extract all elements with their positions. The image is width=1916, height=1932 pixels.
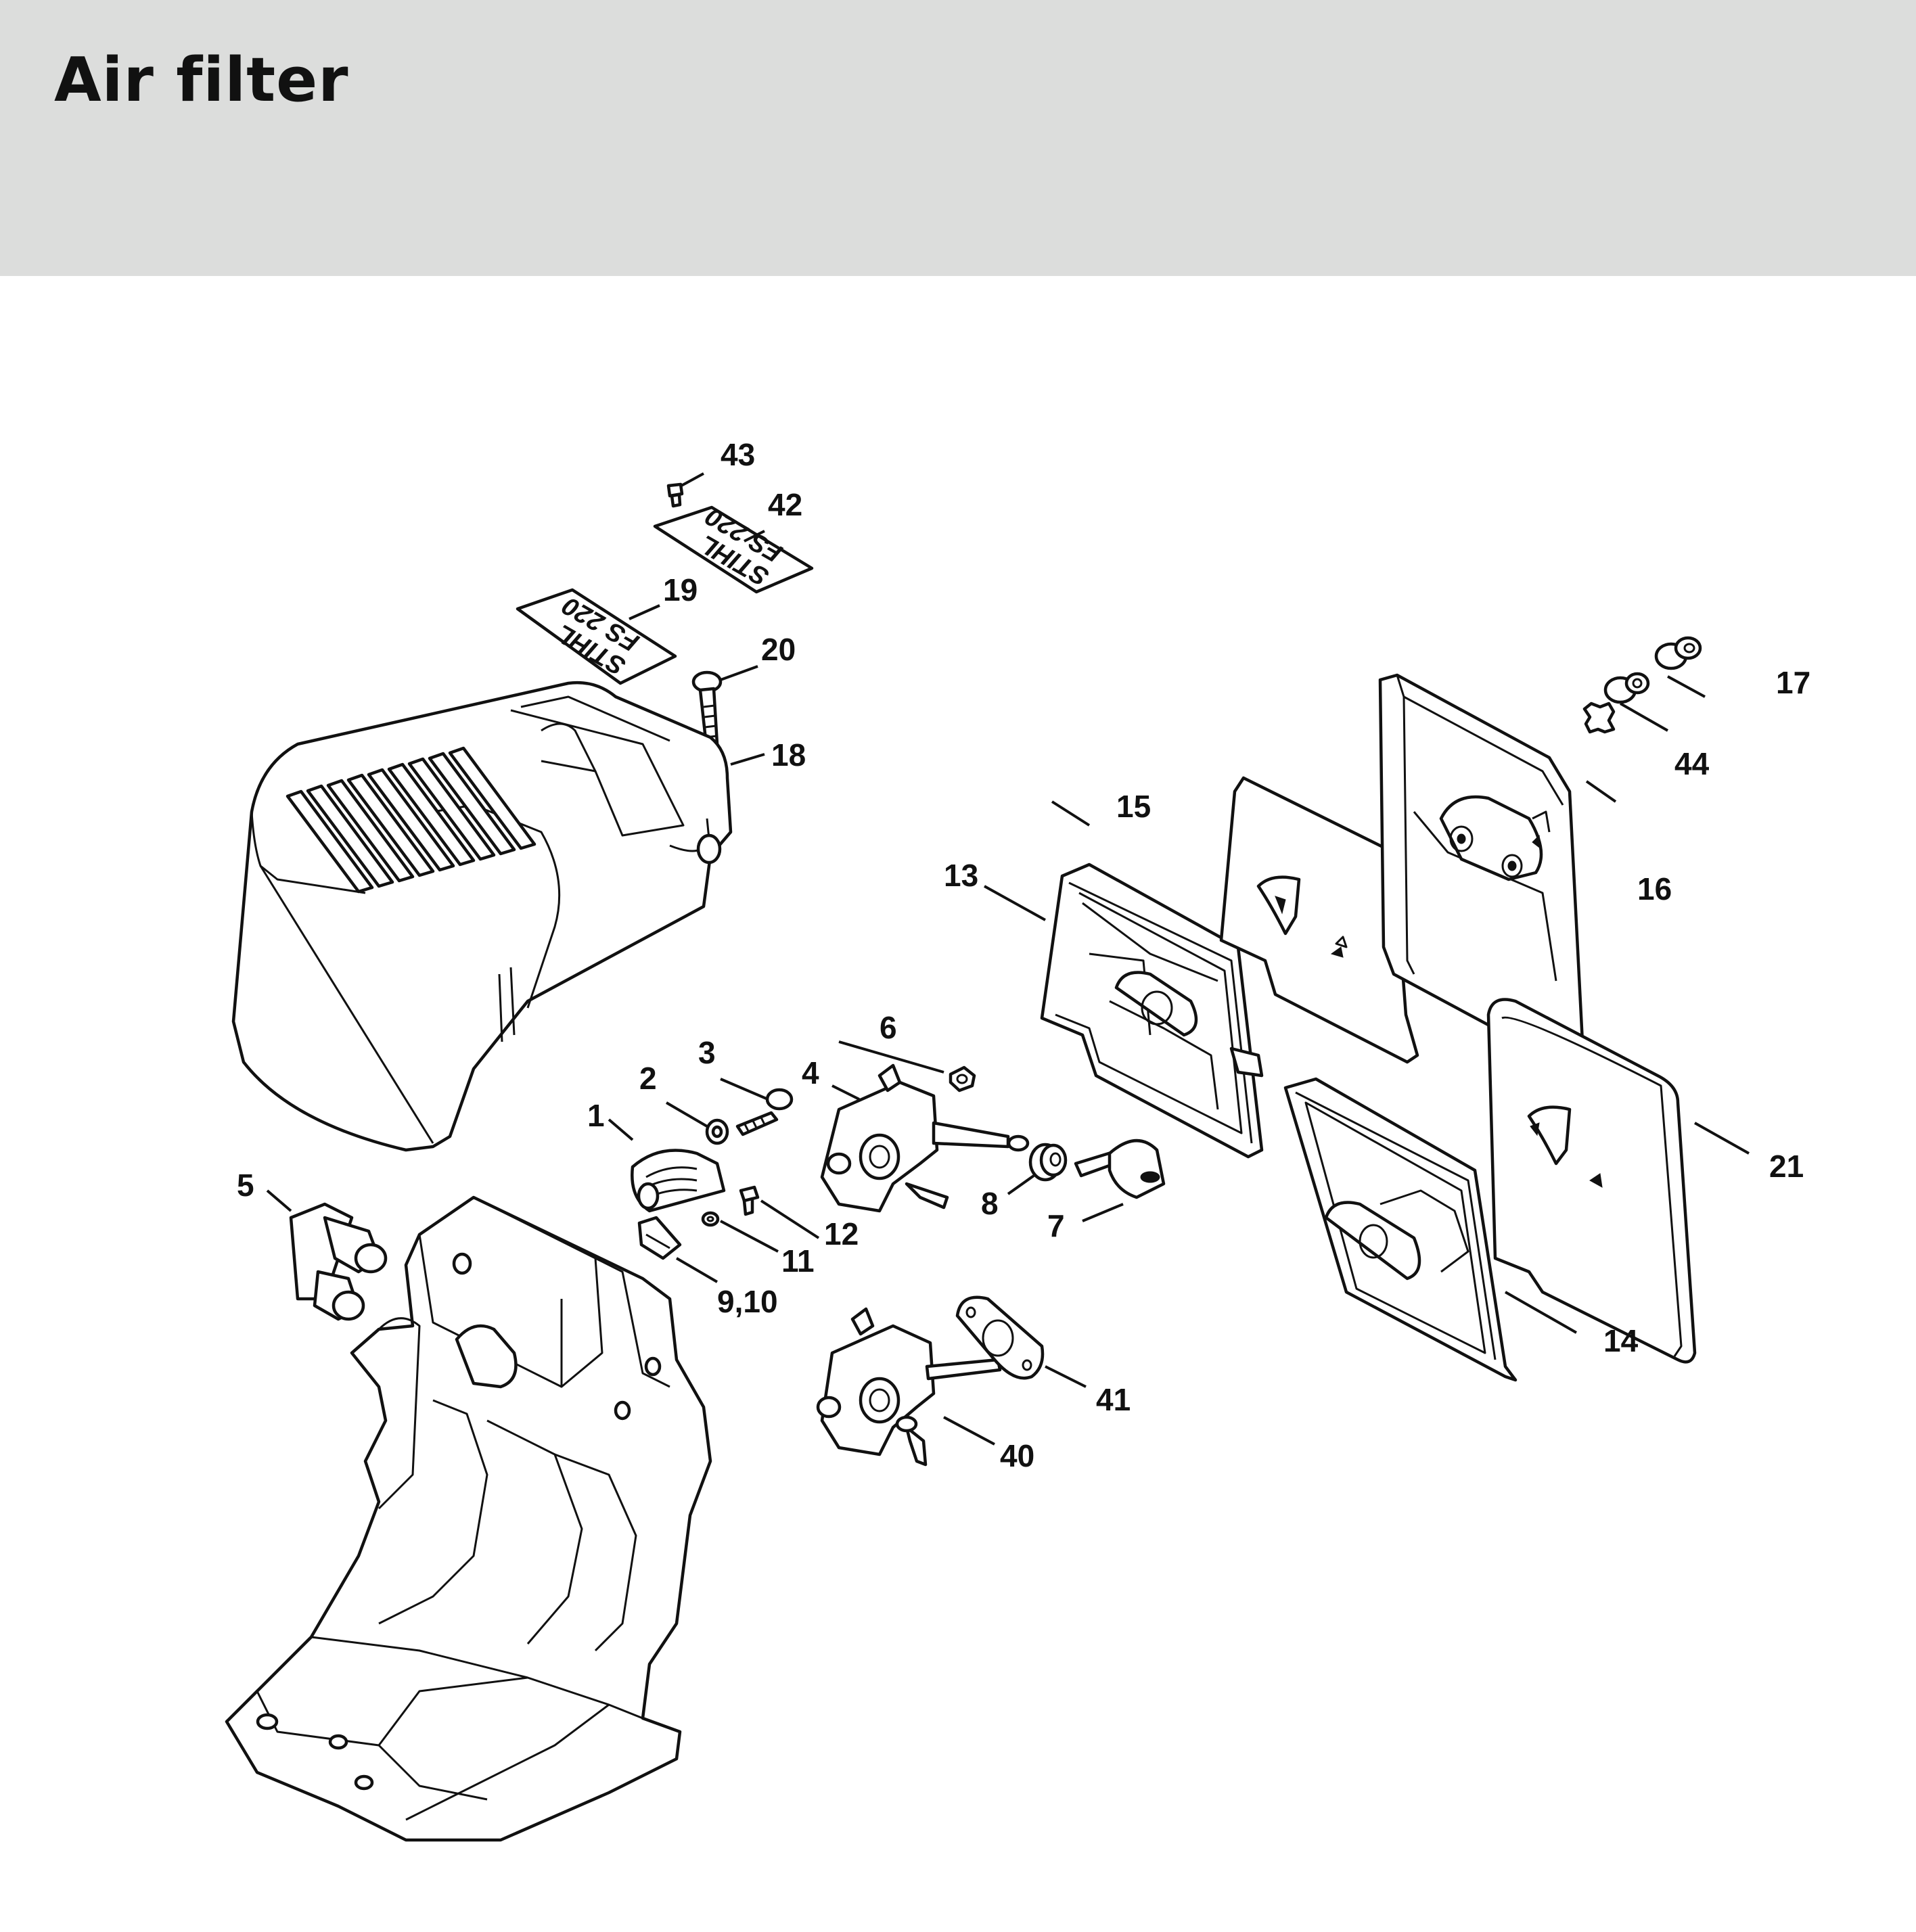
part-1-cover [631,1149,726,1213]
callout-18: 18 [771,737,806,773]
callout-41: 41 [1096,1382,1131,1417]
part-6-nut [949,1065,976,1092]
leader-lines [266,472,1750,1446]
callout-3: 3 [698,1035,716,1070]
callout-12: 12 [824,1216,859,1251]
callout-labels: 43 42 19 20 18 15 16 17 44 13 6 3 2 4 1 … [237,437,1810,1473]
callout-5: 5 [237,1168,254,1203]
housing [225,1195,712,1842]
callout-1: 1 [587,1098,605,1133]
part-17-nut [1654,636,1702,670]
callout-13: 13 [944,858,978,893]
callout-21: 21 [1769,1149,1804,1184]
shroud-vent-slots [286,746,537,894]
callout-43: 43 [721,437,755,472]
callout-40: 40 [1000,1438,1034,1473]
part-13-filter-base [1040,862,1264,1159]
callout-8: 8 [981,1186,999,1221]
part-19-decal: STIHL FS 220 [516,588,677,685]
callout-14: 14 [1603,1323,1639,1358]
part-8-grommet [1028,1143,1068,1182]
callout-20: 20 [761,632,796,667]
callout-6: 6 [880,1010,897,1045]
part-11-washer [701,1211,720,1227]
callout-7: 7 [1047,1208,1065,1243]
part-4-carburetor [820,1063,1030,1213]
part-40-carburetor [816,1307,1002,1467]
callout-9-10: 9,10 [717,1284,778,1319]
callout-42: 42 [768,487,802,522]
part-3-screw [735,1088,794,1136]
callout-44: 44 [1674,746,1710,781]
callout-4: 4 [802,1055,819,1090]
part-43-screw [666,482,684,508]
callout-16: 16 [1637,871,1672,906]
part-5-manifold [289,1202,388,1321]
part-14-filter-base [1283,1077,1518,1382]
part-18-shroud [231,681,733,1152]
callout-2: 2 [639,1061,657,1096]
page-title: Air filter [54,45,349,116]
part-21-filter [1486,998,1697,1364]
callout-19: 19 [663,572,698,607]
part-44-washer [1582,702,1616,734]
callout-17: 17 [1776,665,1810,700]
callout-11: 11 [781,1243,815,1279]
part-9-10-clip [637,1216,682,1260]
part-2-washer [705,1118,729,1145]
part-15-filter [1219,776,1419,1064]
part-41-gasket [955,1295,1045,1380]
part-7-fitting [1074,1139,1166,1199]
parts-diagram: STIHL FS 220 STIHL FS 220 [225,437,1810,1842]
part-16-filter-cover [1378,673,1585,1074]
callout-15: 15 [1116,789,1151,824]
part-12-screw [739,1185,760,1216]
part-44-spacer [1603,672,1650,704]
header-bar: Air filter [0,0,1916,276]
